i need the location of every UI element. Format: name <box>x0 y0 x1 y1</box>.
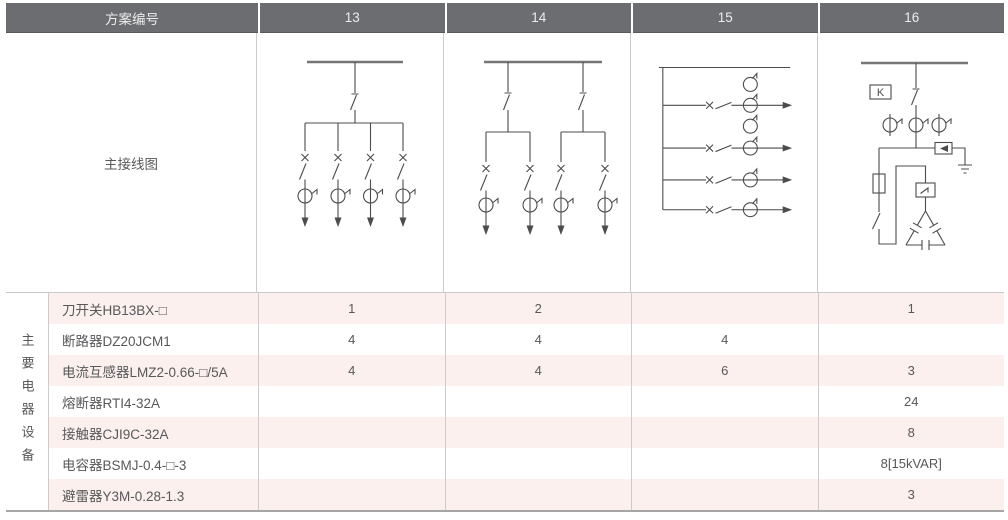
equipment-value-cell <box>631 417 818 448</box>
wiring-diagram-label: 主接线图 <box>6 33 256 292</box>
header-scheme-13: 13 <box>260 3 445 33</box>
equipment-name-cell: 刀开关HB13BX-□ <box>48 293 258 324</box>
header-scheme-15: 15 <box>633 3 818 33</box>
equipment-value-cell: 4 <box>631 324 818 355</box>
k-relay-box: K <box>869 84 892 100</box>
equipment-value-cell <box>258 448 445 479</box>
wiring-diagram-cell-16: K <box>817 33 1004 292</box>
equipment-value-cell: 8[15kVAR] <box>817 448 1004 479</box>
equipment-section: 主要电器设备 刀开关HB13BX-□ 1 2 1 断路器DZ20JCM1 4 4… <box>6 292 1004 512</box>
equipment-name-cell: 电容器BSMJ-0.4-□-3 <box>48 448 258 479</box>
contactor-box <box>915 182 936 211</box>
equipment-name-cell: 避雷器Y3M-0.28-1.3 <box>48 479 258 510</box>
k-box-label: K <box>877 87 885 99</box>
equipment-value-cell <box>444 417 631 448</box>
equipment-value-cell <box>444 386 631 417</box>
incoming-knife-switch <box>305 62 403 124</box>
equipment-value-cell: 6 <box>631 355 818 386</box>
surge-arrester-and-ground <box>879 141 972 174</box>
wiring-diagram-14 <box>478 60 618 235</box>
incoming-knife-switches <box>486 62 605 133</box>
equipment-value-cell <box>817 324 1004 355</box>
equipment-value-cell <box>258 386 445 417</box>
equipment-value-cell <box>444 448 631 479</box>
equipment-value-cell <box>444 479 631 510</box>
equipment-value-cell <box>631 293 818 324</box>
incoming-knife-switch <box>910 63 920 117</box>
equipment-name-cell: 电流互感器LMZ2-0.66-□/5A <box>48 355 258 386</box>
equipment-name-cell: 熔断器RTI4-32A <box>48 386 258 417</box>
equipment-value-cell: 1 <box>817 293 1004 324</box>
equipment-value-cell <box>631 386 818 417</box>
equipment-value-cell: 4 <box>444 355 631 386</box>
feeder-branches <box>478 132 618 235</box>
equipment-value-cell <box>631 479 818 510</box>
wiring-diagram-cell-14 <box>443 33 630 292</box>
equipment-value-cell: 4 <box>258 355 445 386</box>
busbar <box>658 66 791 210</box>
header-scheme-14: 14 <box>446 3 631 33</box>
header-scheme-16: 16 <box>819 3 1004 33</box>
equipment-value-cell: 24 <box>817 386 1004 417</box>
equipment-value-cell: 8 <box>817 417 1004 448</box>
wiring-diagram-16: K <box>861 61 972 250</box>
equipment-name-cell: 断路器DZ20JCM1 <box>48 324 258 355</box>
scheme-spec-table: 方案编号 13 14 15 16 主接线图 <box>6 3 1004 512</box>
fuse-and-switch-loop <box>872 148 927 245</box>
wiring-diagram-row: 主接线图 <box>6 33 1004 292</box>
equipment-value-cell <box>258 479 445 510</box>
current-transformers <box>882 114 952 148</box>
equipment-value-cell: 1 <box>258 293 445 324</box>
equipment-value-cell <box>258 417 445 448</box>
equipment-value-cell: 4 <box>258 324 445 355</box>
wiring-diagram-cell-13 <box>256 33 443 292</box>
equipment-category-label: 主要电器设备 <box>6 293 48 510</box>
header-scheme-number-label: 方案编号 <box>6 3 258 33</box>
wiring-diagram-cell-15 <box>630 33 817 292</box>
equipment-name-cell: 接触器CJI9C-32A <box>48 417 258 448</box>
delta-capacitor-bank <box>905 210 946 250</box>
equipment-value-cell: 2 <box>444 293 631 324</box>
equipment-value-cell <box>631 448 818 479</box>
wiring-diagram-13 <box>297 60 416 227</box>
equipment-value-cell: 4 <box>444 324 631 355</box>
equipment-value-cell: 3 <box>817 355 1004 386</box>
equipment-value-cell: 3 <box>817 479 1004 510</box>
table-header-row: 方案编号 13 14 15 16 <box>6 3 1004 33</box>
spare-current-transformers <box>742 72 758 134</box>
feeder-branches <box>662 92 793 218</box>
feeder-branches <box>297 123 416 227</box>
wiring-diagram-15 <box>658 66 793 218</box>
